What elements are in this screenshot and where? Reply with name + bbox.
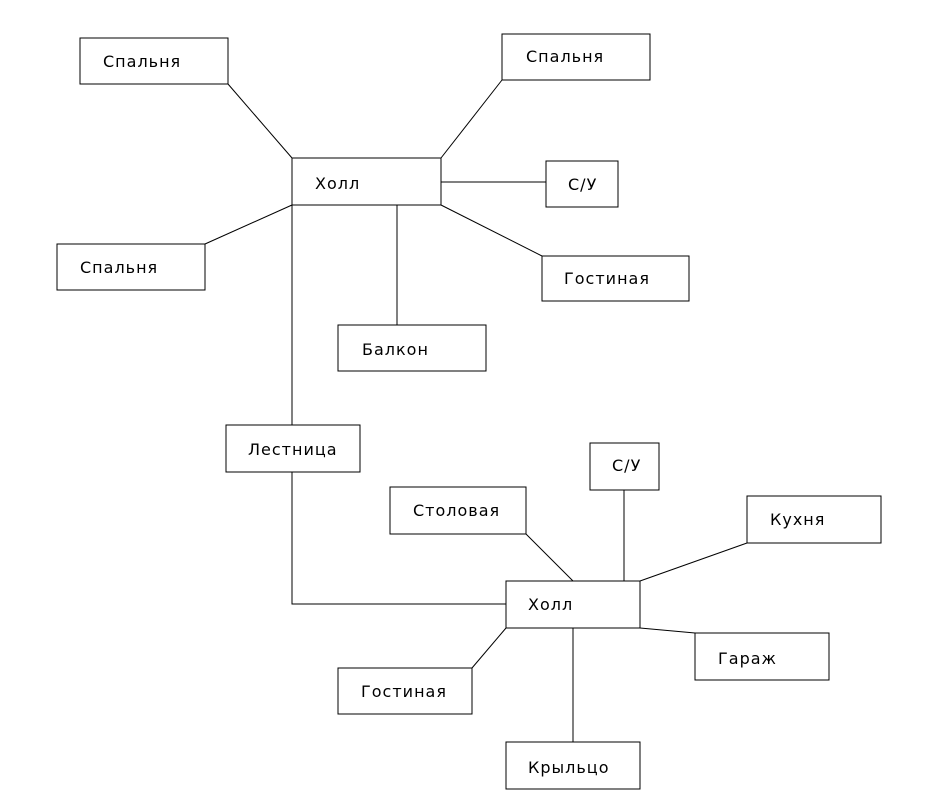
room-label: Крыльцо [528,758,609,777]
link-hall-lower-kitchen [639,542,748,582]
room-living-upper: Гостиная [541,255,690,302]
room-label: Лестница [248,440,338,459]
room-hall-upper: Холл [291,157,442,206]
link-hall-upper-bedroom-3 [204,204,293,245]
link-hall-lower-dining [525,533,574,582]
room-balcony: Балкон [337,324,487,372]
room-stairs: Лестница [225,424,361,473]
room-garage: Гараж [694,632,830,681]
room-label: Гостиная [564,269,650,288]
room-label: Гостиная [361,682,447,701]
room-label: Холл [315,174,360,193]
room-label: С/У [568,175,597,194]
link-hall-upper-living [440,204,543,257]
room-label: Спальня [80,258,158,277]
room-label: Кухня [770,510,825,529]
room-label: Столовая [413,501,500,520]
room-bedroom-2: Спальня [501,33,651,81]
room-bedroom-3: Спальня [56,243,206,291]
room-hall-lower: Холл [505,580,641,629]
room-label: Балкон [362,340,429,359]
room-label: Спальня [526,47,604,66]
room-dining: Столовая [389,486,527,535]
link-hall-upper-bedroom-1 [227,83,293,159]
room-bedroom-1: Спальня [79,37,229,85]
room-label: Холл [528,595,573,614]
room-bathroom-lower: С/У [589,442,660,491]
room-label: Гараж [718,649,777,668]
room-living-lower: Гостиная [337,667,473,715]
link-hall-lower-garage [639,627,696,634]
room-label: С/У [612,456,641,475]
room-label: Спальня [103,52,181,71]
room-kitchen: Кухня [746,495,882,544]
room-porch: Крыльцо [505,741,641,790]
link-stairs-hall-lower [291,472,506,605]
link-hall-lower-living [471,627,507,669]
link-hall-upper-bedroom-2 [440,79,503,159]
room-bathroom-upper: С/У [545,160,619,208]
